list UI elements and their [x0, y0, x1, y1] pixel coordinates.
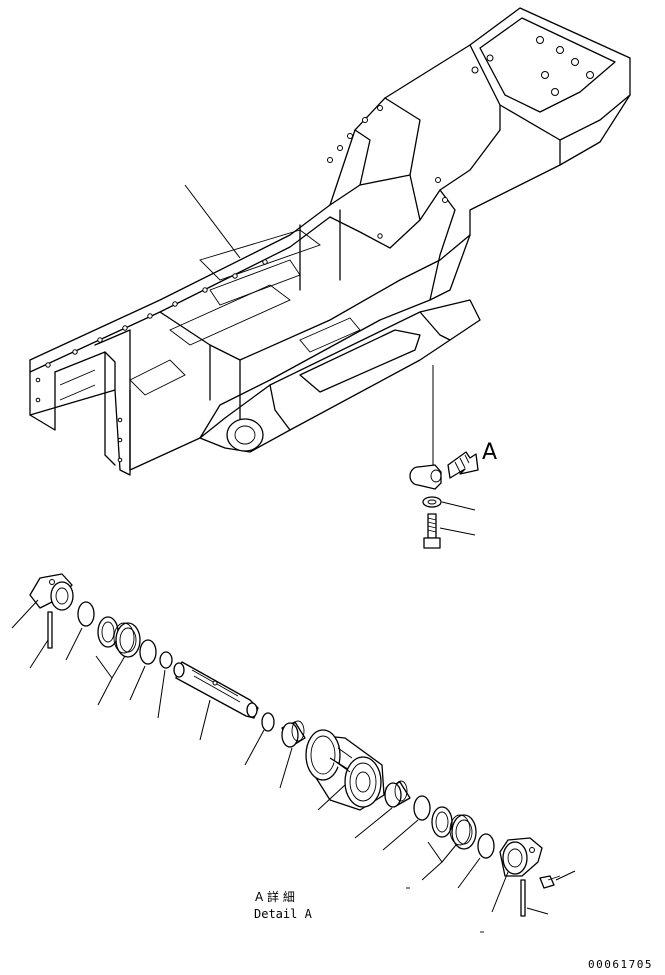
detail-a-exploded-view: A 詳 細 Detail A: [11, 573, 576, 933]
o-ring-3: [159, 651, 173, 669]
detail-label-english: Detail A: [254, 907, 313, 921]
collar-bolt-icon: [539, 875, 561, 889]
view-arrow-icon: [447, 451, 479, 479]
floating-seal-pair-right: [431, 806, 477, 850]
left-collar: [29, 573, 74, 649]
roller-small-icon: [409, 464, 442, 490]
o-ring-4: [261, 712, 275, 732]
track-roller: [305, 729, 385, 811]
washer-icon: [422, 496, 442, 508]
drawing-number: 00061705: [588, 958, 653, 971]
roller-callout: A: [409, 365, 497, 549]
view-label: A: [482, 440, 497, 465]
o-ring-5: [413, 795, 431, 821]
o-ring-1: [77, 601, 95, 627]
roller-shaft: [173, 661, 259, 719]
bushing-left: [281, 720, 306, 748]
o-ring-2: [139, 639, 157, 665]
track-frame: [29, 7, 631, 476]
bolt-icon: [423, 513, 441, 549]
right-collar: [499, 837, 543, 917]
frame-bolt-holes: [35, 36, 594, 463]
o-ring-6: [477, 833, 495, 859]
bushing-right: [384, 780, 411, 808]
floating-seal-pair-left: [97, 616, 141, 658]
detail-label-japanese: A 詳 細: [255, 889, 295, 904]
